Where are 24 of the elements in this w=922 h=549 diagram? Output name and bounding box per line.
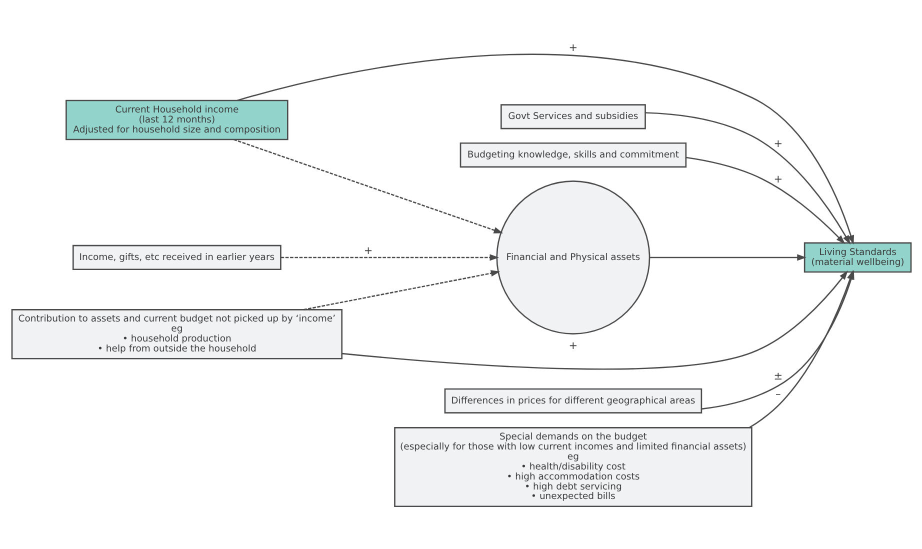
edge-label: + — [568, 340, 578, 352]
edge-label: + — [773, 138, 782, 150]
arrow — [644, 112, 850, 245]
arrow — [341, 270, 848, 370]
arrow — [648, 254, 806, 261]
node-box: Budgeting knowledge, skills and commitment — [459, 142, 686, 168]
node-circle: Financial and Physical assets — [496, 180, 650, 334]
edge-label: + — [363, 245, 372, 258]
arrow — [236, 54, 854, 245]
arrow — [280, 254, 499, 261]
edge-label: + — [568, 42, 578, 54]
arrow — [685, 156, 845, 244]
edge-label: + — [773, 174, 782, 186]
node-box: Differences in prices for different geographical areas — [444, 388, 702, 414]
edge-label: – — [774, 388, 780, 400]
arrow — [303, 270, 500, 310]
node-box: Current Household income (last 12 months) Adjusted for household size and composition — [65, 100, 288, 140]
node-box: Special demands on the budget (especially for those with low current incomes and limited financial assets) eg • health/disability cost • high accommodation costs • high debt servicing • unexpected bills — [394, 427, 752, 508]
edge-label: ± — [773, 370, 782, 383]
arrow — [233, 138, 503, 234]
node-box: Living Standards (material wellbeing) — [803, 242, 912, 273]
node-box: Contribution to assets and current budget not picked up by ‘income’ eg • household production • help from outside the household — [10, 309, 342, 360]
node-box: Govt Services and subsidies — [500, 104, 646, 130]
node-box: Income, gifts, etc received in earlier years — [72, 244, 281, 270]
